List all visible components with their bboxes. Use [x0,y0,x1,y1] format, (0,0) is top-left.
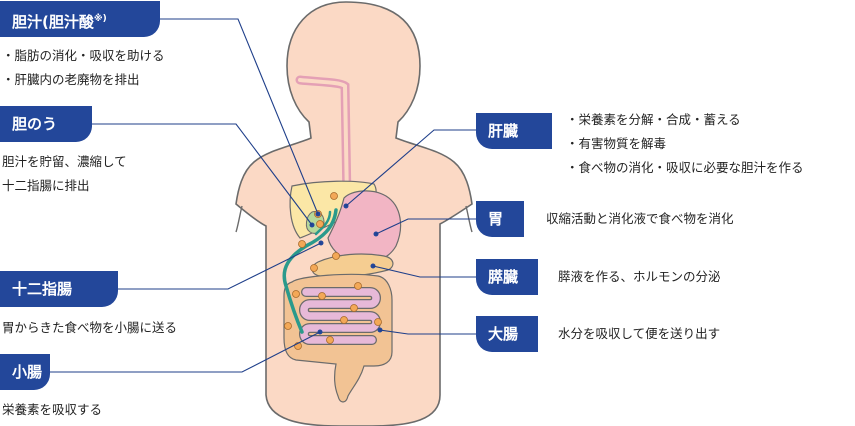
label-gallbladder: 胆のう [0,106,92,142]
label-stomach-title: 胃 [488,210,504,228]
desc-line: ・食べ物の消化・吸収に必要な胆汁を作る [566,160,804,175]
label-bile-mark: ※) [93,14,107,24]
label-small-intestine: 小腸 [0,354,50,390]
desc-large-intestine: 水分を吸収して便を送り出す [558,322,720,346]
desc-liver: ・栄養素を分解・合成・蓄える ・有害物質を解毒 ・食べ物の消化・吸収に必要な胆汁… [566,108,804,180]
label-duodenum: 十二指腸 [0,271,118,307]
label-stomach: 胃 [476,201,524,237]
desc-stomach: 収縮活動と消化液で食べ物を消化 [546,207,734,231]
desc-line: 胆汁を貯留、濃縮して [2,154,127,169]
desc-line: ・肝臓内の老廃物を排出 [2,72,140,87]
label-large-intestine: 大腸 [476,316,538,352]
desc-bile: ・脂肪の消化・吸収を助ける ・肝臓内の老廃物を排出 [2,44,165,92]
desc-line: 収縮活動と消化液で食べ物を消化 [546,211,734,226]
label-bile-title: 胆汁(胆汁酸 [12,13,94,31]
desc-small-intestine: 栄養素を吸収する [2,398,102,422]
label-bile: 胆汁(胆汁酸※) [0,1,160,37]
small-intestine-shape [299,287,381,345]
desc-line: ・脂肪の消化・吸収を助ける [2,48,165,63]
desc-line: 栄養素を吸収する [2,402,103,417]
desc-line: 水分を吸収して便を送り出す [558,326,721,341]
desc-line: 十二指腸に排出 [2,178,90,193]
desc-line: 膵液を作る、ホルモンの分泌 [558,269,721,284]
leader-lines [50,18,476,373]
label-liver: 肝臓 [476,113,552,149]
label-duodenum-title: 十二指腸 [12,280,73,298]
desc-line: ・栄養素を分解・合成・蓄える [566,112,741,127]
label-gallbladder-title: 胆のう [12,115,58,133]
desc-duodenum: 胃からきた食べ物を小腸に送る [2,316,177,340]
desc-pancreas: 膵液を作る、ホルモンの分泌 [558,265,721,289]
desc-line: 胃からきた食べ物を小腸に送る [2,320,178,335]
desc-gallbladder: 胆汁を貯留、濃縮して 十二指腸に排出 [2,150,127,198]
label-pancreas-title: 膵臓 [488,268,519,286]
label-pancreas: 膵臓 [476,259,538,295]
bile-duct [282,208,338,334]
label-liver-title: 肝臓 [488,122,519,140]
label-large-intestine-title: 大腸 [488,325,519,343]
label-small-intestine-title: 小腸 [12,363,43,381]
desc-line: ・有害物質を解毒 [566,136,667,151]
